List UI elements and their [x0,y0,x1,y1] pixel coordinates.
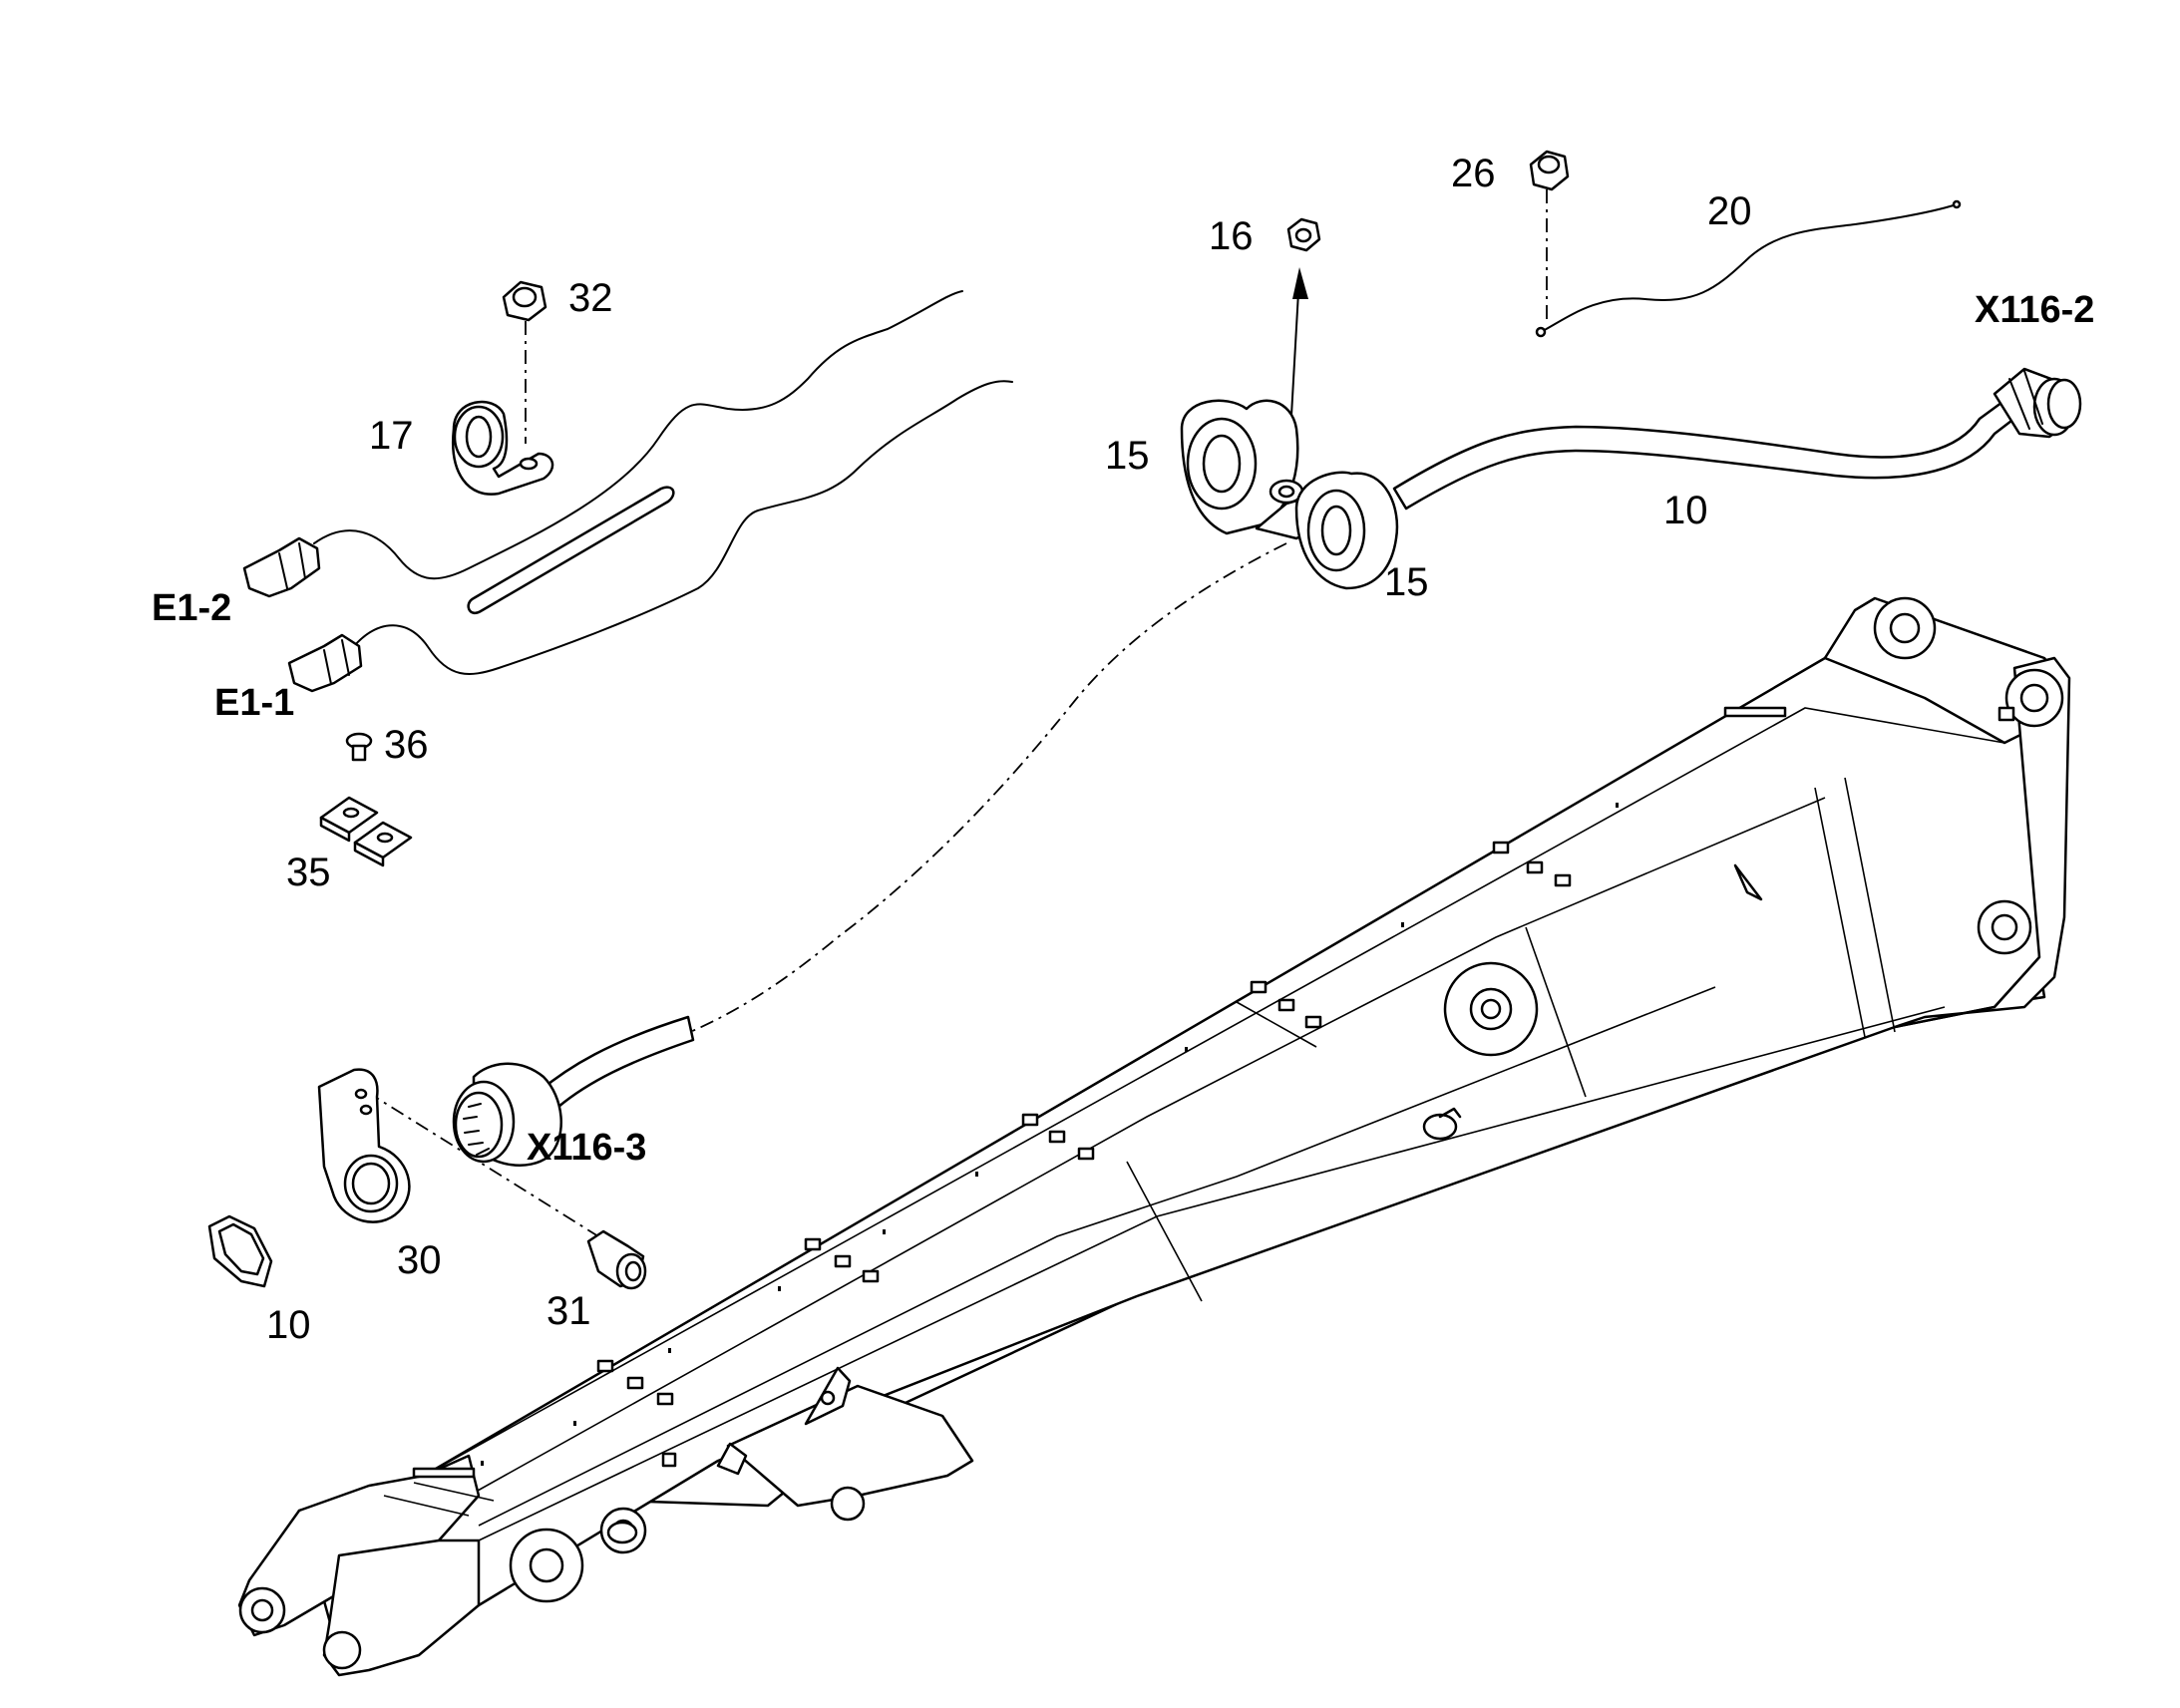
label-e1-2: E1-2 [152,587,231,629]
fork-pin-hole-lower [322,1630,362,1670]
labels: 32 17 16 26 20 X116-2 15 15 10 E1-2 E1-1… [152,152,2094,1347]
label-e1-1: E1-1 [214,682,294,724]
label-32: 32 [568,276,613,320]
label-35: 35 [286,851,331,894]
harness-10-lower [537,1015,695,1109]
boom-arm [237,596,2071,1677]
label-31: 31 [546,1289,591,1333]
label-17: 17 [369,414,414,458]
triangle-plate-hole [820,1390,836,1406]
screw-36 [345,732,373,762]
label-30: 30 [397,1238,442,1282]
cable-e1-1 [353,380,1013,675]
boom-section-4 [1844,777,1896,1033]
label-x116-2: X116-2 [1975,289,2094,331]
connector-e1-2 [242,536,321,598]
label-10-b: 10 [266,1303,311,1347]
boom-section-5 [1236,1001,1317,1048]
stub-pin-upper [1422,1107,1462,1141]
label-15-a: 15 [1105,434,1150,478]
boom-dots [481,803,1619,1466]
nut-32 [502,280,547,322]
boom-tabs [412,706,2015,1479]
boom-ridge-top [423,707,2005,1477]
nut-26 [1529,150,1570,191]
screw-31 [586,1229,647,1290]
fork-pin-hole-upper-inner [250,1598,274,1622]
label-15-b: 15 [1384,560,1429,604]
routing-line-harness [677,542,1287,1038]
cable-20-end-right [1952,199,1962,209]
boss-large-inner [1480,998,1502,1020]
label-16: 16 [1209,214,1254,258]
arrow-16-head [1292,267,1308,299]
harness-10 [1392,395,2026,511]
leader-31 [366,1091,599,1237]
protective-tube [467,486,675,614]
bracket-30 [317,1068,411,1223]
fork-bracket [383,1482,495,1517]
connector-e1-1 [287,633,363,693]
plate-35-a [319,796,379,843]
plate-35-b [353,821,413,867]
label-26: 26 [1451,152,1496,195]
clamp-17 [451,400,554,496]
boom-head-plate [1893,656,2071,1029]
nut-16 [1286,217,1321,252]
cable-e1-2 [313,290,963,580]
stub-pin-lower [606,1521,638,1544]
triangle-plate-small [716,1442,748,1476]
label-10-a: 10 [1663,489,1708,532]
boom-lower-lug [726,1384,974,1508]
connector-x116-2 [1993,367,2082,439]
label-20: 20 [1707,189,1752,233]
boss-small-mid [529,1547,564,1583]
boom-ridge-center [478,986,1716,1527]
boom-section-3 [1814,787,1866,1038]
head-pin-lower-inner [1991,913,2018,941]
lower-lug-hole [830,1486,866,1522]
head-pin-right-inner [2019,683,2049,713]
label-36: 36 [384,723,429,767]
boom-section-2 [1525,926,1587,1098]
hex-nut-10 [207,1214,273,1288]
boom-section-1 [1126,1161,1203,1302]
connector-x116-3 [452,1062,562,1167]
label-x116-3: X116-3 [527,1127,646,1169]
clamp-15-front [1255,471,1399,590]
head-pin-upper-inner [1889,612,1921,644]
cable-20-end-left [1535,326,1547,338]
cable-20 [1540,203,1958,333]
tooth-plate [1733,863,1763,901]
clamp-15-rear [1180,399,1299,535]
